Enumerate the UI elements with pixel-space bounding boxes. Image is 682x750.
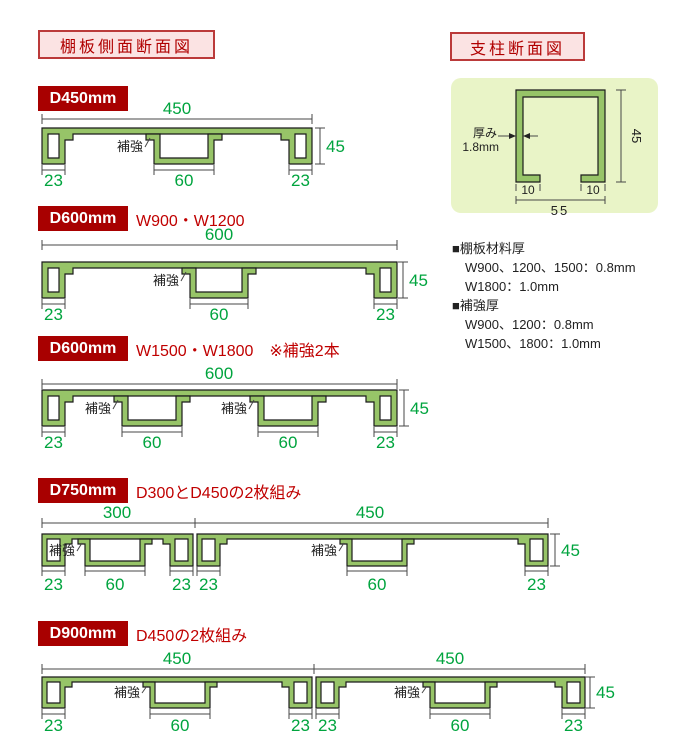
reinforce-label: 補強 — [311, 543, 337, 558]
post-channel — [515, 89, 606, 183]
bottom-dim-label: 23 — [376, 433, 395, 452]
bottom-dim-label: 23 — [527, 575, 546, 594]
sublabel-d900: D450の2枚組み — [136, 627, 248, 645]
reinforce-label: 補強 — [394, 685, 420, 700]
bottom-dim-label: 60 — [368, 575, 387, 594]
board-profile — [41, 389, 398, 427]
reinforce-channel — [113, 395, 191, 427]
sublabel-d750: D300とD450の2枚組み — [136, 484, 302, 502]
reinforce-channel — [181, 267, 257, 299]
shelf-side-section-title: 棚板側面断面図 — [38, 30, 215, 59]
lip-dim-label: 10 — [586, 183, 600, 197]
height-dim-label: 45 — [326, 137, 345, 156]
bottom-dim-label: 60 — [175, 171, 194, 190]
bottom-dim-label: 23 — [199, 575, 218, 594]
note-line: W900、1200、1500：0.8mm — [465, 260, 636, 275]
reinforce-label: 補強 — [114, 685, 140, 700]
material-notes-block: ■棚板材料厚 W900、1200、1500：0.8mm W1800：1.0mm … — [452, 239, 680, 353]
board-profile — [41, 676, 313, 709]
bottom-dim-label: 23 — [44, 171, 63, 190]
reinforce-label: 補強 — [117, 139, 143, 154]
bottom-dim-label: 60 — [171, 716, 190, 735]
top-dim-label: 450 — [163, 99, 191, 118]
bottom-dim-label: 23 — [44, 716, 63, 735]
shelf-section-d600mm-1: 600 補強 23 60 23 45 — [41, 225, 428, 324]
bottom-dim-label: 23 — [376, 305, 395, 324]
label-d450: D450mm — [38, 86, 128, 111]
post-cross-section-diagram: 45 厚み1.8mm 10 10 55 — [451, 78, 658, 218]
reinforce-leader-line — [112, 399, 119, 410]
bottom-dim-label: 60 — [106, 575, 125, 594]
post-width-dim-label: 55 — [551, 203, 569, 218]
note-line: W1800：1.0mm — [465, 279, 559, 294]
bottom-dim-label: 23 — [564, 716, 583, 735]
bottom-dim-label: 60 — [279, 433, 298, 452]
reinforce-label: 補強 — [49, 543, 75, 558]
height-dim-label: 45 — [410, 399, 429, 418]
lip-dim-label: 10 — [521, 183, 535, 197]
top-dim-label: 600 — [205, 225, 233, 244]
top-dim-label: 450 — [163, 649, 191, 668]
post-height-dim-label: 45 — [629, 129, 644, 143]
reinforce-leader-line — [338, 542, 345, 552]
reinforce-leader-line — [180, 271, 187, 282]
reinforce-channel — [339, 538, 415, 567]
thickness-label: 厚み — [473, 126, 497, 140]
shelf-section-d600mm-2: 600 補強 補強 23 60 60 23 45 — [41, 364, 429, 452]
note-line: W900、1200：0.8mm — [465, 317, 594, 332]
bottom-dim-label: 23 — [44, 305, 63, 324]
reinforce-channel — [77, 538, 153, 567]
bottom-dim-label: 23 — [291, 716, 310, 735]
sublabel-d600-2: W1500・W1800 ※補強2本 — [136, 342, 340, 360]
reinforce-label: 補強 — [85, 401, 111, 416]
reinforce-label: 補強 — [153, 273, 179, 288]
note-line: W1500、1800：1.0mm — [465, 336, 601, 351]
reinforce-channel — [145, 133, 223, 165]
post-panel-background — [451, 78, 658, 213]
shelf-section-d750mm-3: 300 補強 23 60 23 450 補強 23 60 23 45 — [41, 503, 580, 594]
reinforce-leader-line — [421, 685, 428, 694]
bottom-dim-label: 23 — [291, 171, 310, 190]
label-d750: D750mm — [38, 478, 128, 503]
board-profile — [41, 127, 313, 165]
reinforce-channel — [142, 681, 218, 709]
height-dim-label: 45 — [596, 683, 615, 702]
label-d900: D900mm — [38, 621, 128, 646]
thickness-arrow-right-icon — [509, 133, 516, 139]
height-dim-label: 45 — [409, 271, 428, 290]
board-profile — [41, 261, 398, 299]
reinforce-channel — [422, 681, 498, 709]
top-dim-label: 450 — [436, 649, 464, 668]
top-dim-label: 300 — [103, 503, 131, 522]
bottom-dim-label: 60 — [210, 305, 229, 324]
top-dim-label: 450 — [356, 503, 384, 522]
thickness-arrow-left-icon — [523, 133, 530, 139]
bottom-dim-label: 60 — [143, 433, 162, 452]
top-dim-label: 600 — [205, 364, 233, 383]
thickness-value-label: 1.8mm — [462, 140, 499, 154]
shelf-section-d450mm-0: 450 補強 23 60 23 45 — [41, 99, 345, 190]
note-line: ■補強厚 — [452, 298, 499, 313]
label-d600-2: D600mm — [38, 336, 128, 361]
reinforce-leader-line — [248, 399, 255, 410]
reinforce-leader-line — [76, 542, 83, 552]
sublabel-d600-1: W900・W1200 — [136, 212, 245, 230]
post-section-title: 支柱断面図 — [450, 32, 585, 61]
reinforce-channel — [249, 395, 327, 427]
bottom-dim-label: 23 — [44, 575, 63, 594]
bottom-dim-label: 60 — [451, 716, 470, 735]
bottom-dim-label: 23 — [172, 575, 191, 594]
reinforce-leader-line — [141, 685, 148, 694]
bottom-dim-label: 23 — [44, 433, 63, 452]
note-line: ■棚板材料厚 — [452, 241, 525, 256]
reinforce-leader-line — [144, 137, 151, 148]
height-dim-label: 45 — [561, 541, 580, 560]
reinforce-label: 補強 — [221, 401, 247, 416]
shelf-section-d900mm-4: 450 補強 23 60 23 450 補強 23 60 23 45 — [41, 649, 615, 735]
label-d600-1: D600mm — [38, 206, 128, 231]
bottom-dim-label: 23 — [318, 716, 337, 735]
